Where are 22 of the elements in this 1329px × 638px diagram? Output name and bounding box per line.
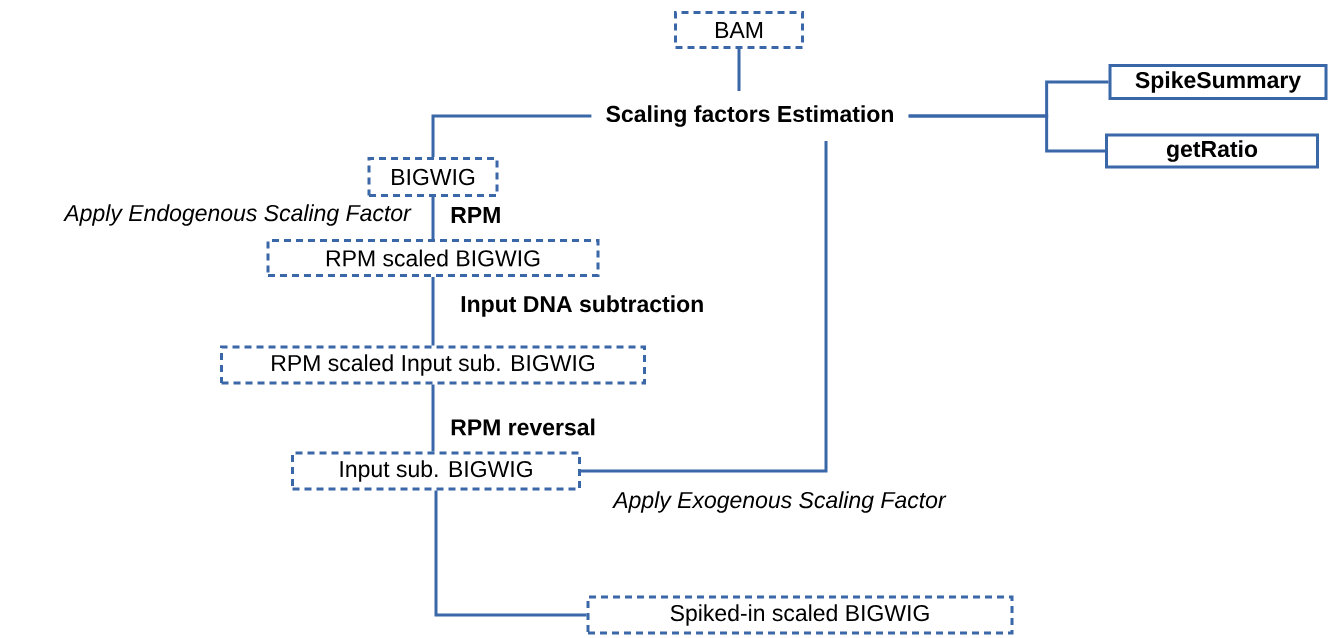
dashed-box: Spiked-in scaled BIGWIG: [586, 595, 1014, 635]
process-label: Scaling factors Estimation: [606, 105, 893, 127]
dashed-box: RPM scaled BIGWIG: [266, 239, 600, 277]
note-text: Apply Endogenous Scaling Factor: [63, 204, 412, 226]
edge-label: Input DNA subtraction: [461, 295, 703, 317]
connector-line: [431, 197, 435, 239]
process-box: SpikeSummary: [1108, 64, 1328, 100]
connector-line: [431, 277, 435, 346]
connector-line: [581, 141, 828, 473]
edge-label: RPM reversal: [451, 418, 595, 436]
dashed-box: Input sub. BIGWIG: [291, 451, 581, 491]
connector-line: [737, 49, 741, 92]
process-box: getRatio: [1105, 133, 1319, 169]
dashed-box: BAM: [674, 11, 804, 49]
dashed-box: RPM scaled Input sub. BIGWIG: [220, 345, 646, 385]
connector-line: [431, 114, 592, 157]
dashed-box: BIGWIG: [367, 157, 499, 197]
note-text: Apply Exogenous Scaling Factor: [612, 491, 947, 513]
connector-line: [908, 114, 1105, 153]
connector-line: [431, 384, 435, 452]
edge-label: RPM: [451, 207, 500, 223]
connector-line: [434, 490, 587, 617]
